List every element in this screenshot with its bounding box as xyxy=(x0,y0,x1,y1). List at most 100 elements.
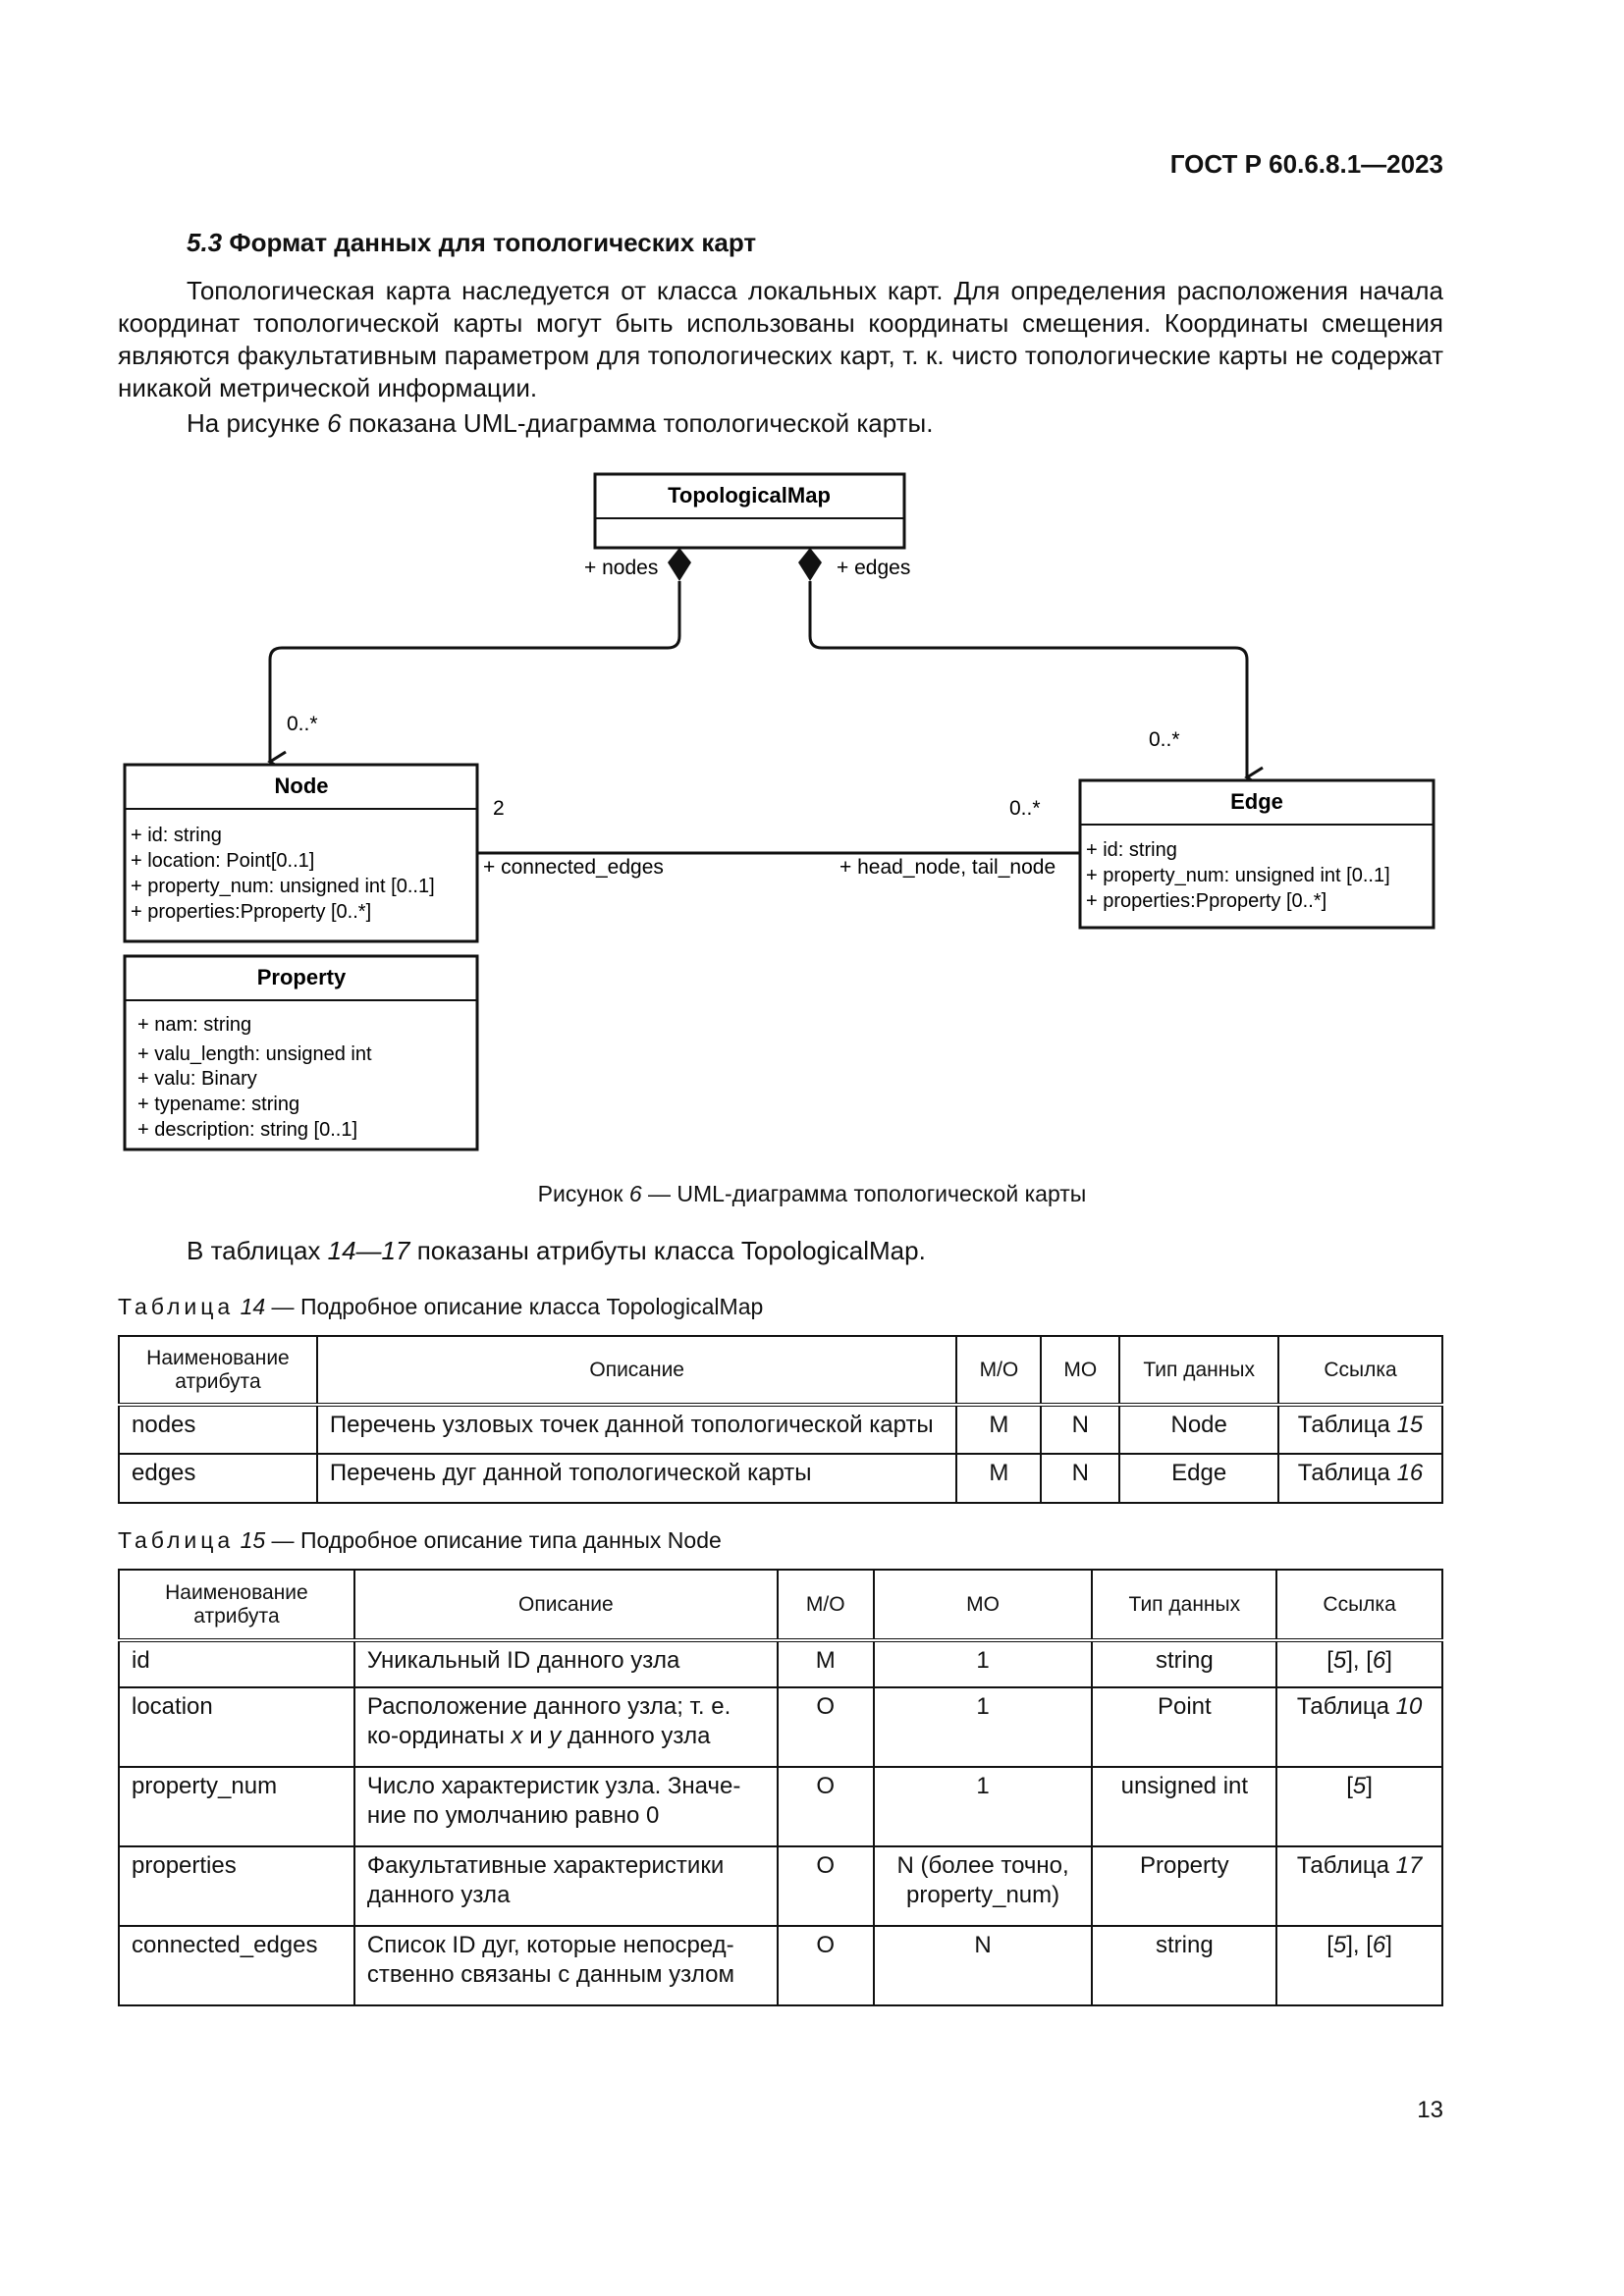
cell-description: Уникальный ID данного узла xyxy=(352,1639,779,1688)
class-name-edge: Edge xyxy=(1230,789,1283,814)
cell-ref-text: [ xyxy=(1326,1647,1333,1674)
cell-mo: M xyxy=(955,1404,1043,1455)
multiplicity-node-end: 2 xyxy=(493,797,505,820)
paragraph-figure-ref-text-end: показана UML-диаграмма топологической ка… xyxy=(341,408,934,438)
table15-header-type: Тип данных xyxy=(1091,1569,1278,1641)
cell-name: edges xyxy=(118,1453,318,1504)
cell-ref-number: 5 xyxy=(1352,1773,1367,1799)
class-edge: Edge + id: string + property_num: unsign… xyxy=(1078,778,1435,930)
paragraph-figure-ref-text: На рисунке xyxy=(187,408,328,438)
cell-type: unsigned int xyxy=(1091,1766,1278,1847)
table14-header-name: Наименование атрибута xyxy=(118,1335,318,1406)
cell-ref: [5], [6] xyxy=(1275,1925,1443,2006)
cell-description: Перечень узловых точек данной топологиче… xyxy=(315,1404,958,1455)
cell-name: nodes xyxy=(118,1404,318,1455)
cell-name: properties xyxy=(118,1845,355,1927)
cell-mo: M xyxy=(776,1639,875,1688)
paragraph-tables-ref: В таблицах 14—17 показаны атрибуты класс… xyxy=(118,1235,1443,1267)
cell-ref-text: ], [ xyxy=(1346,1647,1373,1674)
cell-description: Перечень дуг данной топологической карты xyxy=(315,1453,958,1504)
figure-caption-text: — UML-диаграмма топологической карты xyxy=(641,1181,1087,1206)
paragraph-tables-ref-text: В таблицах xyxy=(187,1236,328,1265)
cell-ref-text: [ xyxy=(1346,1773,1353,1799)
cell-description-var-x: x xyxy=(511,1723,523,1749)
edge-attr-property-num: + property_num: unsigned int [0..1] xyxy=(1086,865,1390,886)
class-name-node: Node xyxy=(275,774,329,798)
paragraph-intro: Топологическая карта наследуется от клас… xyxy=(118,275,1443,404)
table14: Наименование атрибута Описание M/O MO Ти… xyxy=(118,1335,1443,1504)
class-name-property: Property xyxy=(257,965,347,989)
table15-header-mult: MO xyxy=(872,1569,1094,1641)
paragraph-tables-ref-text-end: показаны атрибуты класса TopologicalMap. xyxy=(409,1236,926,1265)
cell-ref-text: ] xyxy=(1385,1932,1392,1958)
property-attr-nam: + nam: string xyxy=(137,1014,251,1036)
cell-description-text: данного узла xyxy=(561,1723,711,1749)
table15-caption-number: 15 xyxy=(240,1527,266,1553)
cell-type: Edge xyxy=(1118,1453,1280,1504)
cell-ref: Таблица 15 xyxy=(1277,1404,1443,1455)
standard-code: ГОСТ Р 60.6.8.1—2023 xyxy=(1169,149,1443,179)
cell-ref-text: Таблица xyxy=(1297,1460,1397,1486)
property-attr-description: + description: string [0..1] xyxy=(137,1119,357,1141)
node-attr-properties: + properties:Pproperty [0..*] xyxy=(131,901,371,923)
cell-ref-text: [ xyxy=(1326,1932,1333,1958)
aggregation-diamond-nodes xyxy=(668,548,691,581)
cell-ref-text: Таблица xyxy=(1297,1412,1397,1438)
cell-mult: N xyxy=(1040,1404,1121,1455)
cell-ref-text: Таблица xyxy=(1296,1693,1396,1720)
cell-ref: [5] xyxy=(1275,1766,1443,1847)
role-nodes-label: + nodes xyxy=(584,557,658,579)
section-number: 5.3 xyxy=(187,228,223,257)
tables-ref-numbers: 14—17 xyxy=(327,1236,410,1265)
cell-ref-number: 6 xyxy=(1372,1647,1386,1674)
cell-ref: Таблица 17 xyxy=(1275,1845,1443,1927)
section-title: 5.3 Формат данных для топологических кар… xyxy=(187,228,756,258)
table14-caption-text: — Подробное описание класса TopologicalM… xyxy=(265,1294,764,1319)
aggregation-diamond-edges xyxy=(798,548,822,581)
property-attr-typename: + typename: string xyxy=(137,1094,299,1115)
table14-header-type: Тип данных xyxy=(1118,1335,1280,1406)
table14-header-description: Описание xyxy=(315,1335,958,1406)
table15-header-ref: Ссылка xyxy=(1275,1569,1443,1641)
cell-ref-number: 5 xyxy=(1332,1932,1347,1958)
node-attr-id: + id: string xyxy=(131,825,222,846)
role-head-tail-node: + head_node, tail_node xyxy=(839,856,1056,879)
cell-ref-text: Таблица xyxy=(1296,1852,1396,1879)
cell-description: Число характеристик узла. Значе-ние по у… xyxy=(352,1766,779,1847)
cell-description: Факультативные характеристики данного уз… xyxy=(352,1845,779,1927)
table14-caption-number: 14 xyxy=(240,1294,266,1319)
cell-type: Property xyxy=(1091,1845,1278,1927)
table15: Наименование атрибута Описание M/O MO Ти… xyxy=(118,1569,1443,2006)
class-property: Property + nam: string + valu_length: un… xyxy=(123,954,479,1151)
figure-caption-prefix: Рисунок xyxy=(537,1181,629,1206)
section-title-text: Формат данных для топологических карт xyxy=(229,228,757,257)
cell-description: Расположение данного узла; т. е. ко-орди… xyxy=(352,1686,779,1768)
association-nodes-line xyxy=(267,581,681,774)
cell-ref-number: 16 xyxy=(1396,1460,1424,1486)
table-row: properties Факультативные характеристики… xyxy=(118,1845,1443,1927)
property-attr-valu-length: + valu_length: unsigned int xyxy=(137,1043,372,1065)
cell-name: id xyxy=(118,1639,355,1688)
class-topologicalmap: TopologicalMap xyxy=(593,472,906,550)
cell-name: property_num xyxy=(118,1766,355,1847)
table-row: location Расположение данного узла; т. е… xyxy=(118,1686,1443,1768)
cell-type: Point xyxy=(1091,1686,1278,1768)
paragraph-figure-ref: На рисунке 6 показана UML-диаграмма топо… xyxy=(118,407,1443,440)
table14-caption: Таблица 14 — Подробное описание класса T… xyxy=(118,1294,763,1320)
table15-caption-text: — Подробное описание типа данных Node xyxy=(265,1527,722,1553)
role-connected-edges: + connected_edges xyxy=(483,856,664,879)
table15-header-mo: M/O xyxy=(776,1569,875,1641)
cell-mult: N xyxy=(1040,1453,1121,1504)
figure-caption: Рисунок 6 — UML-диаграмма топологической… xyxy=(0,1181,1624,1207)
multiplicity-edge-end: 0..* xyxy=(1009,797,1041,820)
page-number: 13 xyxy=(1417,2097,1443,2123)
cell-ref-number: 17 xyxy=(1395,1852,1423,1879)
cell-ref-text: ] xyxy=(1366,1773,1373,1799)
cell-mult: 1 xyxy=(872,1766,1094,1847)
cell-description: Список ID дуг, которые непосред-ственно … xyxy=(352,1925,779,2006)
table14-caption-word: Таблица xyxy=(118,1294,235,1319)
figure-ref-number: 6 xyxy=(327,408,342,438)
cell-description-text: Расположение данного узла; т. е. ко-орди… xyxy=(366,1693,731,1749)
role-edges-label: + edges xyxy=(837,557,910,579)
property-attr-valu: + valu: Binary xyxy=(137,1068,257,1090)
